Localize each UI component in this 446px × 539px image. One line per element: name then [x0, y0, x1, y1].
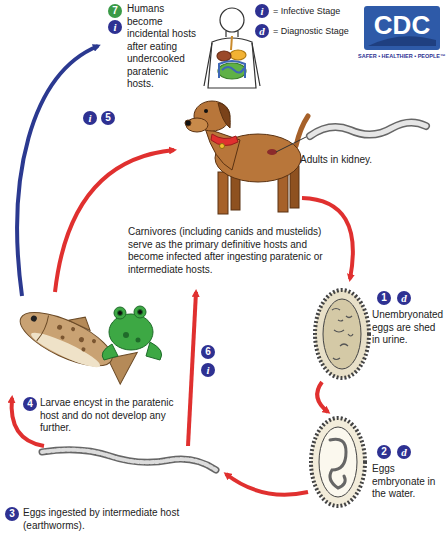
cdc-logo	[364, 6, 440, 50]
illustration-part	[230, 50, 246, 60]
illustration-part	[220, 144, 225, 149]
illustration-part	[330, 439, 346, 488]
callout-number: 1	[377, 291, 391, 305]
illustration-part	[267, 149, 277, 155]
callout-number: 2	[377, 445, 391, 459]
callout-number: 4	[23, 397, 37, 411]
illustration-part	[217, 51, 231, 61]
stage-description: Unembryonated eggs are shed in urine.	[372, 309, 444, 347]
illustration-part	[12, 398, 44, 446]
earthworm	[42, 450, 216, 470]
illustration-part	[81, 347, 86, 352]
illustration-part	[70, 326, 75, 331]
illustration-part	[56, 324, 63, 331]
callout-number: 5	[101, 111, 115, 125]
illustration-part	[302, 198, 353, 279]
stage-icon: i	[108, 20, 122, 34]
illustration-part	[91, 338, 96, 343]
callout-number: 3	[5, 507, 19, 521]
illustration-part	[114, 307, 126, 319]
illustration-part	[134, 306, 146, 318]
logo-tagline: SAFER • HEALTHIER • PEOPLE™	[358, 53, 444, 60]
stage-icon: d	[397, 291, 411, 305]
illustration-part	[317, 382, 328, 412]
illustration-part	[222, 67, 244, 73]
human-figure	[204, 8, 260, 88]
illustration-part	[60, 335, 65, 340]
illustration-part	[323, 299, 361, 369]
illustration-part	[109, 314, 153, 350]
illustration-part	[218, 103, 230, 128]
illustration-part	[211, 134, 238, 146]
egg-unembryonated	[315, 290, 369, 378]
legend-icon: i	[255, 4, 269, 18]
callout-number: 6	[201, 345, 215, 359]
illustration-part	[218, 63, 246, 79]
stage-description: Adults in kidney.	[300, 154, 410, 167]
illustration-part	[28, 328, 103, 373]
illustration-part	[186, 118, 208, 132]
illustration-part	[220, 8, 244, 32]
stage-icon: d	[397, 445, 411, 459]
stage-icon: i	[83, 111, 97, 125]
illustration-part	[310, 122, 426, 136]
frog-figure	[102, 306, 161, 360]
illustration-part	[319, 427, 357, 497]
legend-text: = Infective Stage	[273, 5, 340, 17]
illustration-part	[332, 309, 353, 360]
illustration-part	[37, 315, 51, 341]
illustration-part	[42, 450, 216, 470]
illustration-part	[146, 342, 162, 360]
stage-description: Eggs embryonate in the water.	[372, 463, 444, 501]
illustration-part	[364, 6, 440, 50]
stage-description: Larvae encyst in the paratenic host and …	[40, 397, 175, 435]
cycle-arrows	[12, 46, 353, 495]
illustration-part	[123, 332, 129, 338]
illustration-part	[205, 128, 240, 170]
illustration-part	[218, 172, 228, 214]
illustration-part	[68, 311, 94, 330]
stage-description: Eggs ingested by intermediate host (eart…	[23, 507, 238, 532]
adult-worm	[310, 122, 426, 136]
stage-icon: i	[201, 363, 215, 377]
stage-description: Carnivores (including canids and musteli…	[128, 226, 333, 276]
illustration-part	[185, 120, 191, 126]
illustration-part	[78, 336, 85, 343]
legend-text: = Diagnostic Stage	[273, 25, 349, 37]
illustration-part	[188, 292, 196, 446]
leader-line	[276, 137, 306, 152]
illustration-part	[13, 302, 119, 377]
illustration-part	[226, 474, 308, 495]
illustration-part	[17, 46, 98, 296]
stage-description: Humans become incidental hosts after eat…	[127, 3, 197, 91]
illustration-part	[310, 122, 426, 136]
egg-embryonated	[311, 418, 365, 506]
logo-text: CDC	[364, 10, 440, 40]
illustration-part	[231, 36, 232, 50]
illustration-part	[315, 290, 369, 378]
illustration-part	[219, 61, 245, 78]
legend-icon: d	[255, 24, 269, 38]
dog-figure	[185, 101, 308, 214]
illustration-part	[311, 418, 365, 506]
illustration-part	[138, 310, 143, 315]
illustration-part	[204, 109, 208, 113]
illustration-part	[118, 311, 123, 316]
illustration-part	[42, 450, 216, 470]
illustration-part	[136, 338, 141, 343]
illustration-part	[30, 315, 38, 323]
callout-number: 7	[108, 4, 122, 18]
illustration-part	[102, 344, 118, 360]
